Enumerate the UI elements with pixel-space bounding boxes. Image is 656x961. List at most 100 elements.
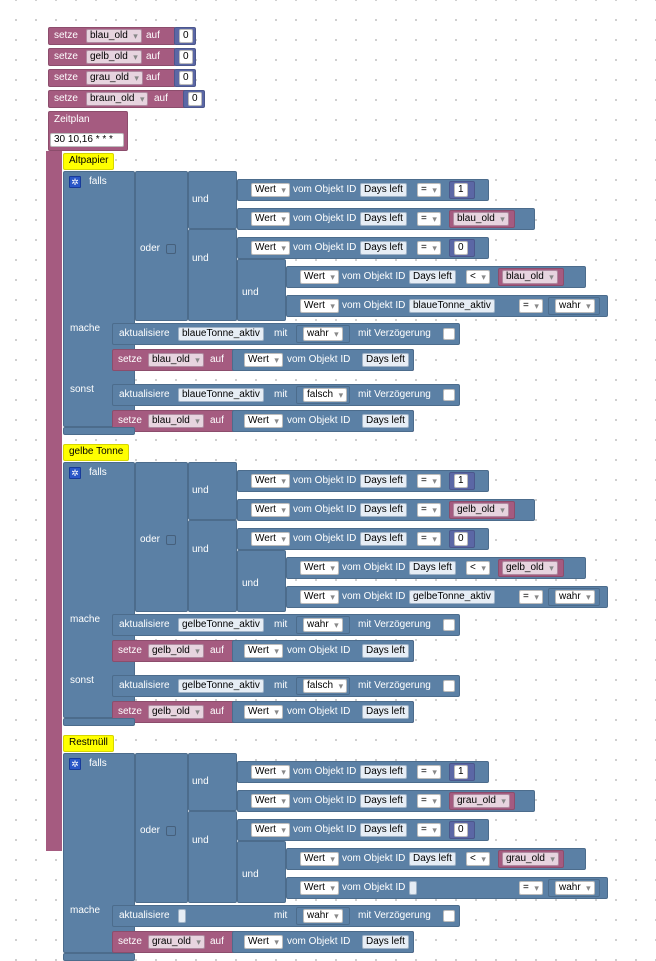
state-id-field[interactable]	[178, 909, 186, 923]
operator-dropdown[interactable]: =	[519, 590, 543, 604]
variable-dropdown[interactable]: grau_old	[453, 794, 510, 808]
number-field[interactable]: 0	[179, 50, 193, 64]
value-dropdown[interactable]: Wert	[300, 299, 339, 313]
state-id-field[interactable]: blaueTonne_aktiv	[178, 388, 264, 402]
operator-dropdown[interactable]: =	[417, 532, 441, 546]
value-dropdown[interactable]: Wert	[300, 852, 339, 866]
value-dropdown[interactable]: Wert	[300, 270, 339, 284]
object-id-field[interactable]: Days left	[360, 532, 407, 546]
variable-dropdown[interactable]: gelb_old	[148, 705, 204, 719]
boolean-dropdown[interactable]: wahr	[303, 618, 343, 632]
value-dropdown[interactable]: Wert	[300, 881, 339, 895]
boolean-dropdown[interactable]: wahr	[555, 299, 595, 313]
object-id-field[interactable]: Days left	[362, 353, 409, 367]
value-dropdown[interactable]: Wert	[244, 705, 283, 719]
object-id-field[interactable]: Days left	[362, 414, 409, 428]
section-comment[interactable]: Restmüll	[63, 735, 114, 752]
operator-dropdown[interactable]: <	[466, 270, 490, 284]
value-dropdown[interactable]: Wert	[251, 474, 290, 488]
object-id-field[interactable]: blaueTonne_aktiv	[409, 299, 495, 313]
delay-checkbox[interactable]	[443, 680, 455, 692]
if-block-end[interactable]	[63, 718, 135, 726]
value-dropdown[interactable]: Wert	[251, 212, 290, 226]
number-field[interactable]: 1	[454, 765, 468, 779]
value-dropdown[interactable]: Wert	[244, 414, 283, 428]
and-block[interactable]	[237, 259, 286, 321]
object-id-field[interactable]: Days left	[409, 561, 456, 575]
operator-dropdown[interactable]: =	[417, 823, 441, 837]
value-dropdown[interactable]: Wert	[300, 590, 339, 604]
object-id-field[interactable]: Days left	[362, 935, 409, 949]
variable-dropdown[interactable]: gelb_old	[453, 503, 509, 517]
variable-dropdown[interactable]: grau_old	[86, 71, 143, 85]
if-block-end[interactable]	[63, 953, 135, 961]
value-dropdown[interactable]: Wert	[244, 353, 283, 367]
variable-dropdown[interactable]: blau_old	[453, 212, 509, 226]
operator-dropdown[interactable]: =	[417, 794, 441, 808]
state-id-field[interactable]: gelbeTonne_aktiv	[178, 618, 264, 632]
or-block[interactable]	[135, 462, 188, 612]
and-block[interactable]	[188, 520, 237, 612]
variable-dropdown[interactable]: gelb_old	[148, 644, 204, 658]
object-id-field[interactable]: Days left	[360, 241, 407, 255]
value-dropdown[interactable]: Wert	[251, 503, 290, 517]
variable-dropdown[interactable]: blau_old	[148, 414, 204, 428]
variable-dropdown[interactable]: braun_old	[86, 92, 149, 106]
and-block[interactable]	[188, 811, 237, 903]
object-id-field[interactable]: Days left	[362, 705, 409, 719]
operator-dropdown[interactable]: =	[417, 183, 441, 197]
object-id-field[interactable]: Days left	[360, 794, 407, 808]
object-id-field[interactable]: Days left	[360, 212, 407, 226]
object-id-field[interactable]: Days left	[360, 765, 407, 779]
number-field[interactable]: 1	[454, 183, 468, 197]
cron-field[interactable]: 30 10,16 * * *	[50, 133, 124, 147]
object-id-field[interactable]: gelbeTonne_aktiv	[409, 590, 495, 604]
delay-checkbox[interactable]	[443, 328, 455, 340]
number-field[interactable]: 0	[188, 92, 202, 106]
variable-dropdown[interactable]: gelb_old	[86, 50, 142, 64]
and-block[interactable]	[188, 462, 237, 520]
variable-dropdown[interactable]: blau_old	[502, 270, 558, 284]
variable-dropdown[interactable]: grau_old	[148, 935, 205, 949]
gear-icon[interactable]: ✲	[69, 176, 81, 188]
section-comment[interactable]: Altpapier	[63, 153, 115, 170]
value-dropdown[interactable]: Wert	[251, 241, 290, 255]
gear-icon[interactable]: ✲	[69, 758, 81, 770]
object-id-field[interactable]: Days left	[409, 852, 456, 866]
number-field[interactable]: 0	[454, 241, 468, 255]
and-block[interactable]	[188, 229, 237, 321]
boolean-dropdown[interactable]: wahr	[303, 909, 343, 923]
operator-dropdown[interactable]: =	[417, 212, 441, 226]
number-field[interactable]: 1	[454, 474, 468, 488]
operator-dropdown[interactable]: =	[417, 503, 441, 517]
boolean-dropdown[interactable]: falsch	[303, 388, 348, 402]
value-dropdown[interactable]: Wert	[244, 935, 283, 949]
number-field[interactable]: 0	[179, 71, 193, 85]
and-block[interactable]	[188, 171, 237, 229]
state-id-field[interactable]: gelbeTonne_aktiv	[178, 679, 264, 693]
object-id-field[interactable]: Days left	[360, 474, 407, 488]
variable-dropdown[interactable]: blau_old	[148, 353, 204, 367]
operator-dropdown[interactable]: =	[519, 881, 543, 895]
object-id-field[interactable]: Days left	[409, 270, 456, 284]
variable-dropdown[interactable]: grau_old	[502, 852, 559, 866]
value-dropdown[interactable]: Wert	[251, 532, 290, 546]
object-id-field[interactable]: Days left	[362, 644, 409, 658]
and-block[interactable]	[237, 550, 286, 612]
or-block[interactable]	[135, 171, 188, 321]
variable-dropdown[interactable]: blau_old	[86, 29, 142, 43]
number-field[interactable]: 0	[454, 823, 468, 837]
boolean-dropdown[interactable]: wahr	[303, 327, 343, 341]
operator-dropdown[interactable]: =	[417, 474, 441, 488]
gear-icon[interactable]: ✲	[69, 467, 81, 479]
value-dropdown[interactable]: Wert	[300, 561, 339, 575]
number-field[interactable]: 0	[454, 532, 468, 546]
if-block-end[interactable]	[63, 427, 135, 435]
operator-dropdown[interactable]: =	[417, 241, 441, 255]
object-id-field[interactable]	[409, 881, 417, 895]
dropdown-marker[interactable]	[166, 826, 176, 836]
value-dropdown[interactable]: Wert	[251, 765, 290, 779]
value-dropdown[interactable]: Wert	[251, 823, 290, 837]
number-field[interactable]: 0	[179, 29, 193, 43]
